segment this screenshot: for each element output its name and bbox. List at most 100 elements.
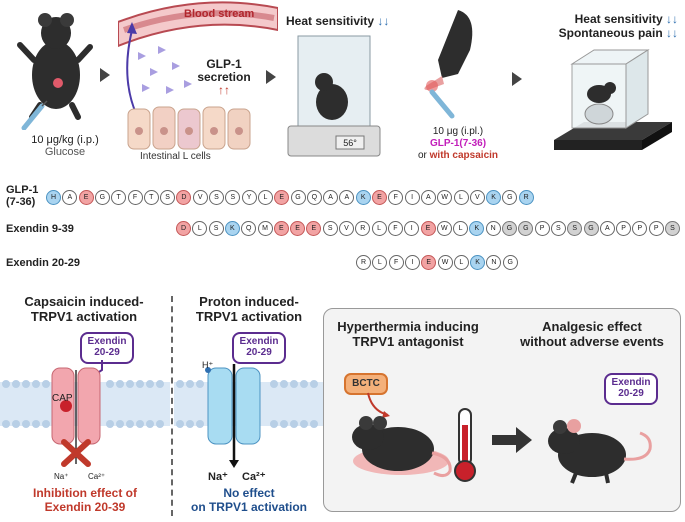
residue: E	[421, 255, 437, 270]
syringe-icon	[21, 100, 48, 130]
residue: T	[143, 190, 159, 205]
residue: G	[502, 255, 518, 270]
residue: A	[62, 190, 78, 205]
residue: L	[371, 221, 387, 236]
residue: W	[436, 221, 452, 236]
increase-arrows-icon: ↑↑	[218, 83, 230, 97]
intestinal-cells-label: Intestinal L cells	[140, 151, 211, 162]
exendin-bubble: Exendin 20-29	[80, 332, 134, 364]
residue: P	[616, 221, 632, 236]
residue: L	[453, 255, 469, 270]
ex939-seq-label-text: Exendin 9-39	[6, 223, 74, 235]
residue: L	[192, 221, 208, 236]
residue: A	[339, 190, 355, 205]
residue: E	[420, 221, 436, 236]
residue: F	[127, 190, 143, 205]
exendin-bubble: Exendin 20-29	[604, 373, 658, 405]
decrease-arrows-icon: ↓↓	[666, 12, 678, 26]
residue: S	[567, 221, 583, 236]
residue: N	[485, 221, 501, 236]
secretion-label: secretion	[197, 70, 251, 84]
residue: I	[404, 255, 420, 270]
bctc-badge: BCTC	[344, 373, 388, 395]
residue: Q	[306, 190, 322, 205]
residue: G	[94, 190, 110, 205]
residue: E	[306, 221, 322, 236]
residue: H	[46, 190, 61, 205]
intestinal-cells-icon	[127, 106, 251, 150]
residue: A	[323, 190, 339, 205]
or-label: or	[417, 150, 430, 161]
residue: S	[208, 221, 224, 236]
residue: E	[273, 221, 289, 236]
capsaicin-label: with capsaicin	[429, 150, 499, 161]
h-label: H⁺	[202, 360, 214, 370]
exendin-bubble: Exendin 20-29	[232, 332, 286, 364]
calm-mouse-icon	[548, 419, 652, 484]
residue: R	[356, 255, 371, 270]
residue: S	[209, 190, 224, 205]
ipl-glp1-label: GLP-1(7-36)	[429, 138, 487, 149]
glp1-secretion-label: GLP-1	[206, 57, 242, 71]
residue: E	[372, 190, 387, 205]
residue: W	[437, 190, 453, 205]
residue: E	[78, 190, 94, 205]
glucose-label: Glucose	[44, 146, 86, 158]
residue: V	[339, 221, 354, 236]
bctc-arrow-icon	[367, 392, 390, 418]
residue: L	[372, 255, 388, 270]
arrow-icon	[512, 72, 522, 86]
proton-panel: Proton induced- TRPV1 activation Exendin…	[174, 290, 324, 522]
residue: P	[632, 221, 648, 236]
ex939-seq-label: Exendin 9-39	[6, 223, 74, 235]
cap-label: CAP	[52, 393, 73, 404]
residue: K	[355, 190, 371, 205]
capsaicin-title: Capsaicin induced- TRPV1 activation	[24, 294, 144, 324]
residue: K	[470, 255, 486, 270]
residue: A	[420, 190, 436, 205]
residue: R	[355, 221, 371, 236]
residue: S	[322, 221, 338, 236]
ipl-dose-label: 10 μg (i.pl.)	[432, 126, 484, 137]
residue: G	[518, 221, 534, 236]
residue: L	[453, 190, 469, 205]
no-effect-result: No effect on TRPV1 activation	[190, 486, 308, 514]
ex2029-seq-label-text: Exendin 20-29	[6, 257, 80, 269]
residue: D	[176, 190, 192, 205]
residue: V	[192, 190, 208, 205]
residue: G	[502, 221, 517, 236]
residue: S	[665, 221, 680, 236]
pain-chamber-icon	[554, 49, 672, 150]
big-arrow-icon	[492, 427, 532, 453]
residue: Y	[241, 190, 257, 205]
residue: L	[257, 190, 273, 205]
analgesic-title: Analgesic effect without adverse events	[520, 319, 664, 349]
hot-mouse-icon	[352, 416, 452, 478]
hot-plate-display: 56°	[343, 138, 357, 148]
paw-injection-icon	[424, 10, 473, 119]
dose-label: 10 μg/kg (i.p.)	[31, 134, 99, 146]
ex2029-seq-label: Exendin 20-29	[6, 257, 80, 269]
ca-label: Ca²⁺	[242, 471, 266, 483]
residue: A	[599, 221, 615, 236]
residue: S	[160, 190, 176, 205]
thermometer-icon	[454, 408, 476, 482]
residue: N	[486, 255, 502, 270]
arrow-icon	[266, 70, 276, 84]
residue: G	[583, 221, 599, 236]
hot-plate-icon	[287, 35, 381, 157]
capsaicin-panel: Capsaicin induced- TRPV1 activation Exen…	[0, 290, 170, 522]
spontaneous-pain-label: Spontaneous pain	[558, 26, 663, 40]
residue: D	[176, 221, 191, 236]
residue: P	[648, 221, 664, 236]
residue: M	[257, 221, 273, 236]
residue: P	[534, 221, 550, 236]
residue: E	[290, 221, 306, 236]
blood-vessel-icon	[118, 1, 278, 48]
residue: K	[486, 190, 502, 205]
residue: S	[550, 221, 566, 236]
